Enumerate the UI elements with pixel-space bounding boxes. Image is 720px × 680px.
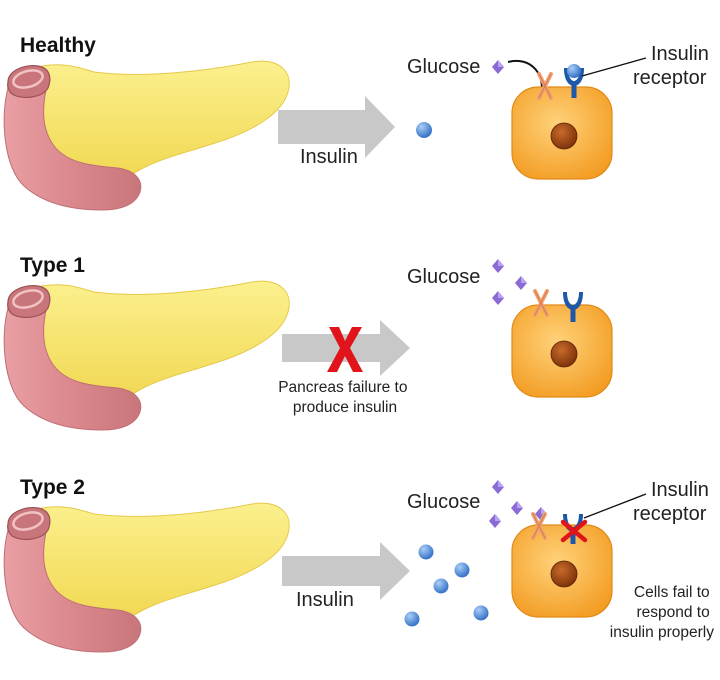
pancreas-illustration bbox=[2, 59, 291, 212]
pancreas-illustration bbox=[2, 279, 291, 432]
failure-caption: Pancreas failure to produce insulin bbox=[278, 379, 412, 416]
glucose-molecule bbox=[489, 514, 501, 528]
panel-type-1: Type 1 Pancreas failure to produce insul… bbox=[2, 254, 613, 432]
glucose-label: Glucose bbox=[407, 491, 480, 513]
panel-healthy: Healthy Insulin Glucose Insulin receptor bbox=[2, 34, 714, 212]
cell-caption: Cells fail to respond to insulin properl… bbox=[610, 584, 714, 641]
flow-arrow bbox=[278, 96, 395, 158]
glucose-molecule bbox=[515, 276, 527, 290]
leader-line bbox=[581, 57, 647, 77]
panel-type-2: Type 2 Insulin Glucose Insulin receptor … bbox=[2, 476, 714, 654]
failure-x-icon bbox=[327, 327, 363, 372]
leader-line bbox=[583, 493, 647, 519]
bound-insulin bbox=[567, 64, 581, 78]
insulin-molecule bbox=[418, 544, 434, 560]
arrow-label: Insulin bbox=[300, 146, 358, 168]
glucose-molecule bbox=[492, 60, 504, 74]
glucose-label: Glucose bbox=[407, 266, 480, 288]
pancreas-illustration bbox=[2, 501, 291, 654]
insulin-molecule bbox=[433, 578, 449, 594]
blocked-x-icon bbox=[560, 519, 588, 543]
receptor-label: Insulin receptor bbox=[633, 43, 714, 89]
insulin-molecule bbox=[454, 562, 470, 578]
insulin-molecule bbox=[473, 605, 489, 621]
insulin-molecule bbox=[404, 611, 420, 627]
cell bbox=[511, 304, 613, 398]
insulin-molecule bbox=[416, 122, 432, 138]
glucose-molecule bbox=[492, 480, 504, 494]
glucose-molecule bbox=[492, 259, 504, 273]
panel-heading: Healthy bbox=[20, 34, 96, 57]
cell bbox=[511, 86, 613, 180]
glucose-molecule bbox=[511, 501, 523, 515]
panel-heading: Type 2 bbox=[20, 476, 85, 499]
arrow-label: Insulin bbox=[296, 589, 354, 611]
receptor-label: Insulin receptor bbox=[633, 479, 714, 525]
glucose-label: Glucose bbox=[407, 56, 480, 78]
glucose-molecule bbox=[492, 291, 504, 305]
panel-heading: Type 1 bbox=[20, 254, 85, 277]
flow-arrow bbox=[282, 542, 410, 600]
